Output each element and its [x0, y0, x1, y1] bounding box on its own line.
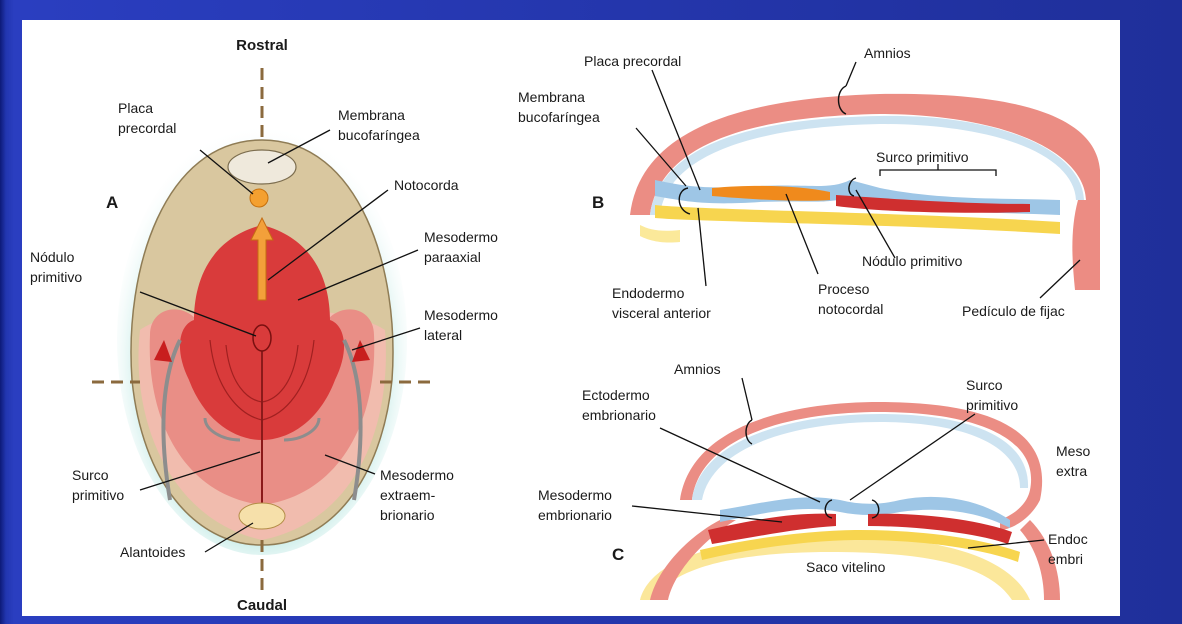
- membrana-b-label-2: bucofaríngea: [518, 109, 600, 125]
- proceso-notocordal-label-2: notocordal: [818, 301, 883, 317]
- placa-precordal-label-1: Placa: [118, 100, 153, 116]
- caudal-label: Caudal: [237, 597, 287, 614]
- primitive-node: [253, 325, 271, 351]
- mesodermo-extraembrionario-label-2: extraem-: [380, 487, 436, 503]
- mesodermo-extraembrionario-label-3: brionario: [380, 507, 435, 523]
- placa-precordal-label-2: precordal: [118, 120, 176, 136]
- surco-primitivo-b-label: Surco primitivo: [876, 149, 969, 165]
- amnios-c-label: Amnios: [674, 361, 721, 377]
- meso-extra-c-label-2: extra: [1056, 463, 1087, 479]
- endodermo-visceral-label-1: Endodermo: [612, 285, 685, 301]
- mesodermo-lateral-label-1: Mesodermo: [424, 307, 498, 323]
- allantois: [239, 503, 285, 529]
- panel-b-letter: B: [592, 193, 604, 212]
- membrana-b-label-1: Membrana: [518, 89, 585, 105]
- endoderm-c-label-1: Endoc: [1048, 531, 1088, 547]
- membrana-bucofaringea-label-1: Membrana: [338, 107, 405, 123]
- surco-primitivo-label-2: primitivo: [72, 487, 124, 503]
- surco-c-label-2: primitivo: [966, 397, 1018, 413]
- mesodermo-paraaxial-label-1: Mesodermo: [424, 229, 498, 245]
- surco-primitivo-label-1: Surco: [72, 467, 109, 483]
- panel-c: C Amnios Ectodermo embrionario Surco pri…: [538, 361, 1090, 600]
- surco-c-label-1: Surco: [966, 377, 1003, 393]
- buccopharyngeal-membrane: [228, 150, 296, 184]
- panel-b: B Amnios Placa precordal Membrana bucofa…: [518, 45, 1100, 321]
- endoderm-c-label-2: embri: [1048, 551, 1083, 567]
- endoderm-edge: [640, 225, 680, 243]
- pediculo-label: Pedículo de fijac: [962, 303, 1065, 319]
- ectodermo-label-2: embrionario: [582, 407, 656, 423]
- proceso-notocordal-label-1: Proceso: [818, 281, 870, 297]
- panel-a-letter: A: [106, 193, 118, 212]
- meso-extra-c-label-1: Meso: [1056, 443, 1090, 459]
- mesodermo-paraaxial-label-2: paraaxial: [424, 249, 481, 265]
- saco-vitelino-label: Saco vitelino: [806, 559, 886, 575]
- prechordal-plate: [250, 189, 268, 207]
- panel-a: Rostral Caudal A Placa precordal Membran…: [30, 37, 498, 614]
- ectodermo-label-1: Ectodermo: [582, 387, 650, 403]
- nodulo-primitivo-label-2: primitivo: [30, 269, 82, 285]
- rostral-label: Rostral: [236, 37, 288, 54]
- mesodermo-extraembrionario-label-1: Mesodermo: [380, 467, 454, 483]
- mesodermo-lateral-label-2: lateral: [424, 327, 462, 343]
- nodulo-primitivo-label-1: Nódulo: [30, 249, 75, 265]
- membrana-bucofaringea-label-2: bucofaríngea: [338, 127, 420, 143]
- mesodermo-emb-label-1: Mesodermo: [538, 487, 612, 503]
- notocorda-label: Notocorda: [394, 177, 459, 193]
- panel-c-letter: C: [612, 545, 624, 564]
- connecting-stalk: [1072, 200, 1100, 290]
- placa-precordal-b-label: Placa precordal: [584, 53, 681, 69]
- nodulo-primitivo-b-label: Nódulo primitivo: [862, 253, 963, 269]
- endodermo-visceral-label-2: visceral anterior: [612, 305, 711, 321]
- mesodermo-emb-label-2: embrionario: [538, 507, 612, 523]
- alantoides-label: Alantoides: [120, 544, 185, 560]
- amnios-b-label: Amnios: [864, 45, 911, 61]
